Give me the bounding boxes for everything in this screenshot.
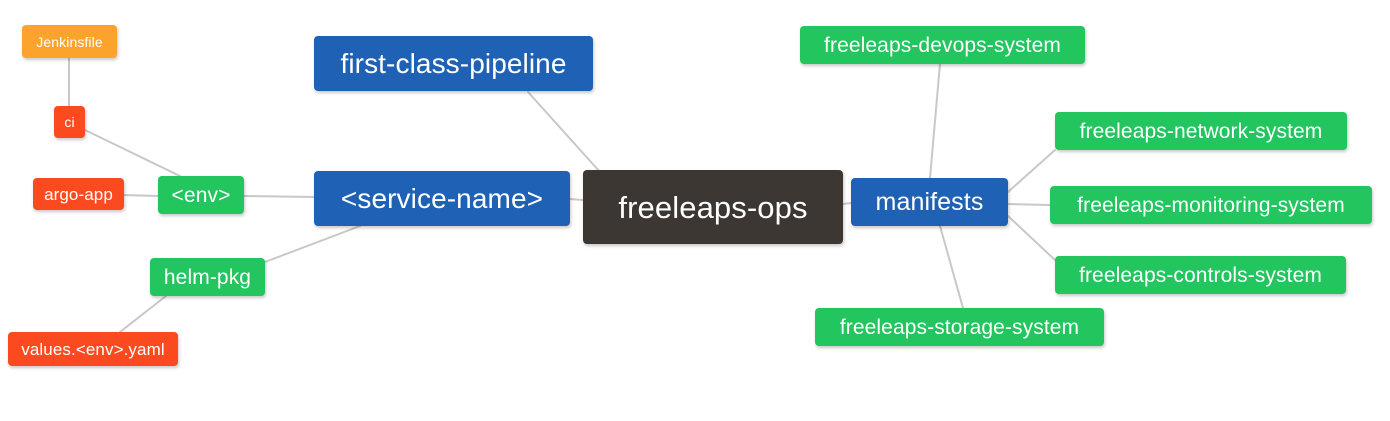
mindmap-node-label: freeleaps-network-system — [1079, 119, 1323, 143]
mindmap-node-label: freeleaps-monitoring-system — [1077, 193, 1345, 217]
edge-manifests-to-freeleaps-storage-system — [939, 225, 964, 309]
edge-manifests-to-freeleaps-controls-system — [1007, 215, 1056, 261]
edge-service-name-to-env — [243, 195, 315, 198]
mindmap-node-manifests[interactable]: manifests — [851, 178, 1008, 226]
mindmap-node-label: freeleaps-devops-system — [824, 33, 1061, 57]
edge-manifests-to-freeleaps-network-system — [1007, 149, 1056, 193]
mindmap-node-label: freeleaps-storage-system — [839, 315, 1080, 339]
mindmap-node-env[interactable]: <env> — [158, 176, 244, 214]
mindmap-node-first-class-pipeline[interactable]: first-class-pipeline — [314, 36, 593, 91]
mindmap-node-argo-app[interactable]: argo-app — [33, 178, 124, 210]
mindmap-node-label: helm-pkg — [163, 265, 252, 289]
edge-freeleaps-ops-to-first-class-pipeline — [527, 91, 601, 173]
mindmap-node-label: manifests — [875, 187, 984, 216]
mindmap-node-values-env-yaml[interactable]: values.<env>.yaml — [8, 332, 178, 366]
mindmap-node-freeleaps-storage-system[interactable]: freeleaps-storage-system — [815, 308, 1104, 346]
edge-service-name-to-helm-pkg — [264, 225, 361, 263]
edge-manifests-to-freeleaps-monitoring-system — [1007, 203, 1051, 206]
mindmap-node-label: freeleaps-controls-system — [1079, 263, 1322, 287]
edge-freeleaps-ops-to-manifests — [842, 202, 852, 205]
mindmap-node-ci[interactable]: ci — [54, 106, 85, 138]
edge-freeleaps-ops-to-service-name — [569, 198, 584, 201]
mindmap-node-service-name[interactable]: <service-name> — [314, 171, 570, 226]
mindmap-node-freeleaps-monitoring-system[interactable]: freeleaps-monitoring-system — [1050, 186, 1372, 224]
mindmap-node-label: <env> — [171, 183, 231, 207]
mindmap-node-label: values.<env>.yaml — [21, 339, 165, 359]
edge-manifests-to-freeleaps-devops-system — [929, 63, 941, 179]
mindmap-node-label: argo-app — [44, 184, 113, 204]
mindmap-node-label: freeleaps-ops — [618, 189, 808, 225]
mindmap-node-label: ci — [64, 114, 75, 130]
mindmap-node-label: first-class-pipeline — [340, 47, 567, 79]
edge-env-to-ci — [84, 129, 181, 177]
mindmap-node-freeleaps-devops-system[interactable]: freeleaps-devops-system — [800, 26, 1085, 64]
edge-env-to-argo-app — [123, 194, 159, 197]
mindmap-node-label: <service-name> — [340, 182, 544, 214]
mindmap-node-label: Jenkinsfile — [36, 33, 103, 50]
mindmap-node-freeleaps-controls-system[interactable]: freeleaps-controls-system — [1055, 256, 1346, 294]
mindmap-node-freeleaps-ops[interactable]: freeleaps-ops — [583, 170, 843, 244]
mindmap-node-freeleaps-network-system[interactable]: freeleaps-network-system — [1055, 112, 1347, 150]
mindmap-node-helm-pkg[interactable]: helm-pkg — [150, 258, 265, 296]
mindmap-node-jenkinsfile[interactable]: Jenkinsfile — [22, 25, 117, 58]
edge-helm-pkg-to-values-env-yaml — [119, 295, 167, 333]
